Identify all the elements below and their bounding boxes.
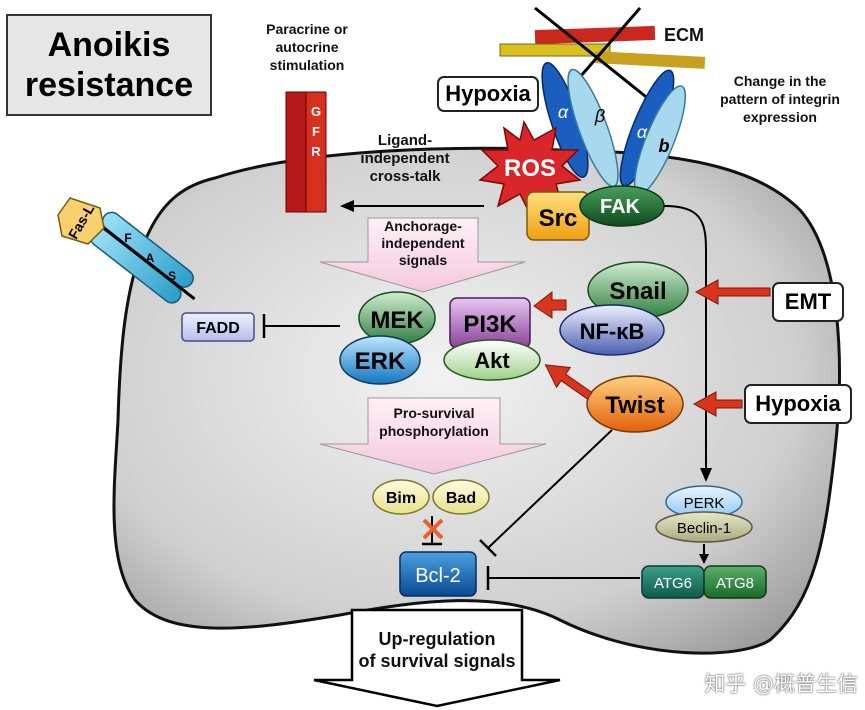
fas-letter-s: S: [168, 269, 176, 283]
fas-receptor: [87, 211, 196, 304]
red-arrow-hypoxia-twist: [692, 391, 743, 417]
integrin-change-line-2: pattern of integrin: [720, 91, 840, 107]
blocked-x-icon: [422, 518, 444, 540]
anchorage-label: Anchorage- independent signals: [362, 218, 484, 269]
akt-node: [443, 339, 541, 381]
perk-label: PERK: [684, 495, 725, 512]
paracrine-line-1: Paracrine or: [266, 21, 348, 37]
ros-label: ROS: [504, 155, 556, 182]
bad-label: Bad: [446, 490, 476, 507]
gfr-letter-r: R: [311, 144, 321, 159]
upregulation-line-2: of survival signals: [358, 651, 516, 671]
hypoxia-right-box: Hypoxia: [744, 384, 852, 424]
src-label: Src: [539, 205, 578, 232]
paracrine-label: Paracrine or autocrine stimulation: [222, 20, 392, 74]
fak-label: FAK: [600, 196, 641, 218]
ecm-crossed-icon: [499, 6, 706, 102]
prosurvival-line-2: phosphorylation: [379, 423, 489, 439]
bcl2-label: Bcl-2: [415, 565, 461, 587]
atg8-node: [703, 565, 767, 599]
integrin-left: [541, 62, 619, 188]
nfkb-label: NF-κB: [580, 319, 645, 344]
twist-inhibit-bar: [479, 539, 497, 557]
bim-node: [372, 479, 430, 515]
twist-node: [586, 375, 684, 433]
paracrine-line-3: stimulation: [269, 57, 345, 73]
prosurvival-line-1: Pro-survival: [393, 405, 475, 421]
fas-letter-a: A: [146, 251, 155, 265]
integrin-change-line-1: Change in the: [733, 73, 827, 89]
upregulation-line-1: Up-regulation: [378, 629, 496, 649]
integrin-change-line-3: expression: [743, 109, 817, 125]
fadd-node: [181, 312, 255, 342]
snail-label: Snail: [609, 278, 666, 305]
ligand-line-3: cross-talk: [369, 168, 441, 185]
emt-box: EMT: [772, 282, 844, 322]
integrin-beta-1: β: [594, 106, 605, 126]
integrin-change-label: Change in the pattern of integrin expres…: [700, 72, 860, 126]
erk-label: ERK: [355, 348, 406, 375]
red-arrow-twist-akt: [544, 364, 593, 400]
upregulation-label: Up-regulation of survival signals: [344, 628, 530, 672]
prosurvival-label: Pro-survival phosphorylation: [352, 404, 516, 440]
twist-label: Twist: [605, 392, 665, 419]
ligand-line-1: Ligand-: [377, 132, 433, 149]
prosurvival-arrow: [319, 397, 547, 475]
anchorage-line-1: Anchorage-: [384, 218, 462, 234]
ligand-line-2: independent: [360, 150, 450, 167]
anchorage-line-2: independent: [381, 235, 465, 251]
fak-to-perk-arrow: [663, 205, 707, 470]
gfr-letter-f: F: [312, 124, 320, 139]
fas-l-shape: [57, 197, 105, 245]
anchorage-arrow: [319, 217, 526, 293]
title-line-2: resistance: [24, 66, 194, 104]
twist-inhibits-bcl2: [487, 429, 613, 549]
hypoxia-top-box: Hypoxia: [437, 76, 539, 112]
beclin-to-atg-arrowhead: [699, 554, 709, 564]
anchorage-line-3: signals: [398, 252, 448, 268]
akt-label: Akt: [474, 348, 510, 373]
fadd-label: FADD: [196, 320, 240, 337]
nfkb-node: [559, 304, 665, 356]
red-arrow-nfkb-pi3k: [533, 290, 567, 319]
title-box: Anoikis resistance: [6, 14, 212, 116]
fas-letter-f: F: [124, 231, 131, 245]
bad-node: [432, 479, 490, 515]
integrin-alpha-1: α: [558, 102, 569, 122]
gfr-receptor: [285, 91, 327, 213]
erk-node: [339, 335, 421, 385]
watermark: 知乎 @概普生信: [704, 672, 858, 696]
ecm-label: ECM: [664, 25, 704, 45]
bcl2-node: [399, 551, 477, 597]
mek-label: MEK: [370, 307, 424, 334]
atg6-label: ATG6: [654, 575, 692, 592]
ligand-label: Ligand- independent cross-talk: [340, 132, 470, 186]
bim-label: Bim: [386, 490, 416, 507]
pi3k-label: PI3K: [463, 311, 517, 338]
atg8-label: ATG8: [716, 575, 754, 592]
paracrine-line-2: autocrine: [275, 39, 339, 55]
upregulation-arrow: [313, 608, 561, 708]
gfr-letter-g: G: [311, 104, 321, 119]
fak-to-perk-arrowhead: [700, 468, 712, 482]
crosstalk-arrowhead: [340, 200, 354, 212]
integrin-b-2: b: [659, 136, 670, 156]
beclin-node: [655, 511, 753, 543]
integrin-alpha-2: α: [637, 122, 648, 142]
red-arrow-emt-snail: [694, 279, 771, 305]
title-line-1: Anoikis: [47, 26, 171, 64]
beclin-label: Beclin-1: [677, 520, 731, 537]
